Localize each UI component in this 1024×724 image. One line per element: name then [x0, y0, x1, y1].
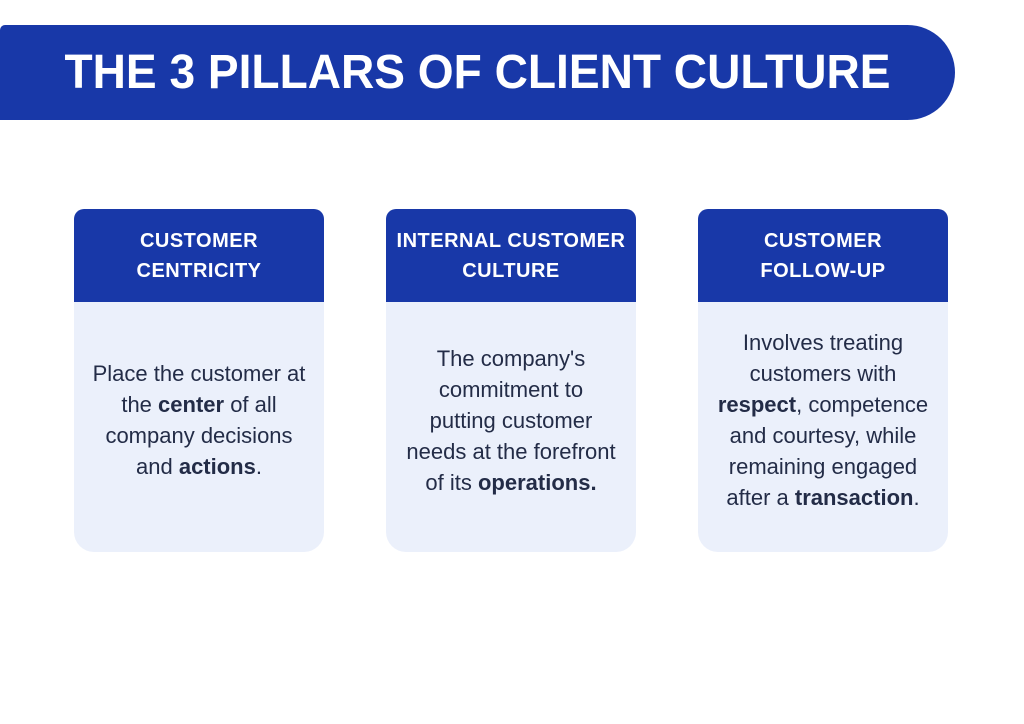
card-body-description: Place the customer at the center of all … — [92, 361, 306, 479]
pillar-card-customer-follow-up: CUSTOMER FOLLOW-UP Involves treating cus… — [698, 209, 948, 552]
card-header-label: CUSTOMER FOLLOW-UP — [760, 229, 886, 282]
pillar-card-customer-centricity: CUSTOMER CENTRICITY Place the customer a… — [74, 209, 324, 552]
card-header: INTERNAL CUSTOMER CULTURE — [386, 209, 636, 302]
card-body: The company's commitment to putting cust… — [386, 302, 636, 552]
card-header-label: CUSTOMER CENTRICITY — [136, 229, 262, 282]
pillars-row: CUSTOMER CENTRICITY Place the customer a… — [74, 209, 948, 552]
card-body-description: The company's commitment to putting cust… — [406, 345, 616, 495]
card-header: CUSTOMER FOLLOW-UP — [698, 209, 948, 302]
pillar-card-internal-customer-culture: INTERNAL CUSTOMER CULTURE The company's … — [386, 209, 636, 552]
card-body: Place the customer at the center of all … — [74, 302, 324, 552]
card-header-label: INTERNAL CUSTOMER CULTURE — [396, 229, 626, 282]
card-body: Involves treating customers with respect… — [698, 302, 948, 552]
card-header: CUSTOMER CENTRICITY — [74, 209, 324, 302]
page-title: THE 3 PILLARS OF CLIENT CULTURE — [64, 46, 891, 99]
title-banner: THE 3 PILLARS OF CLIENT CULTURE — [0, 25, 955, 120]
card-body-description: Involves treating customers with respect… — [717, 330, 929, 510]
